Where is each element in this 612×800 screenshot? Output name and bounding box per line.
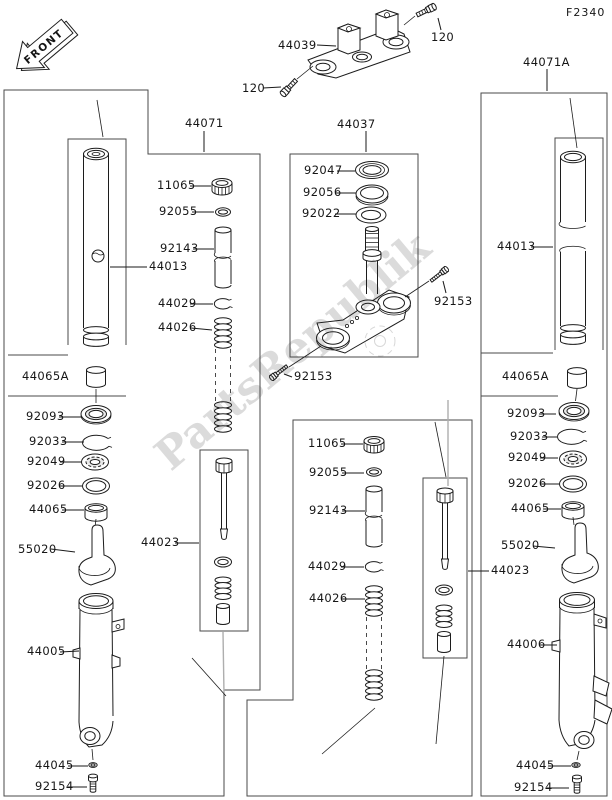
steering-stem	[362, 226, 382, 294]
part-label-92049: 92049	[27, 454, 66, 468]
bearing-race-cone	[355, 161, 389, 179]
part-label-44026: 44026	[158, 320, 197, 334]
part-label-92049: 92049	[508, 450, 547, 464]
part-label-92033: 92033	[510, 429, 549, 443]
part-label-44065: 44065	[511, 501, 550, 515]
leader-line	[437, 17, 442, 31]
part-label-44006: 44006	[507, 637, 546, 651]
leader-line	[532, 545, 556, 549]
leader-line	[59, 650, 80, 653]
leader-line	[50, 548, 76, 553]
part-label-92143: 92143	[309, 503, 348, 517]
part-label-92093: 92093	[26, 409, 65, 423]
gear-watermark-icon	[364, 325, 396, 357]
right-outer-tube	[551, 592, 612, 761]
part-label-92153: 92153	[434, 294, 473, 308]
part-label-44071A: 44071A	[523, 55, 570, 69]
right-inner-tube	[558, 97, 586, 345]
part-label-44013: 44013	[149, 259, 188, 273]
part-label-92033: 92033	[29, 434, 68, 448]
part-label-92154: 92154	[514, 780, 553, 794]
part-label-44013: 44013	[497, 239, 536, 253]
leader-line	[283, 373, 293, 378]
lower-triple-clamp	[288, 280, 430, 368]
part-label-92153: 92153	[294, 369, 333, 383]
part-label-120: 120	[431, 30, 455, 44]
part-label-44065A: 44065A	[22, 369, 69, 383]
part-label-44037: 44037	[337, 117, 376, 131]
part-label-44071: 44071	[185, 116, 224, 130]
part-label-92055: 92055	[309, 465, 348, 479]
part-label-120: 120	[242, 81, 266, 95]
part-label-11065: 11065	[157, 178, 196, 192]
part-label-11065: 11065	[308, 436, 347, 450]
part-label-44005: 44005	[27, 644, 66, 658]
part-label-44065: 44065	[29, 502, 68, 516]
part-label-92154: 92154	[35, 779, 74, 793]
upper-clamp	[296, 9, 416, 80]
part-label-92026: 92026	[508, 476, 547, 490]
part-label-92047: 92047	[304, 163, 343, 177]
part-label-44029: 44029	[158, 296, 197, 310]
bearing-race	[355, 184, 389, 206]
stem-washer	[355, 206, 387, 224]
group-boxes	[3, 89, 608, 797]
leader-line	[262, 86, 282, 89]
leader-line	[190, 327, 213, 331]
part-label-44029: 44029	[308, 559, 347, 573]
part-label-55020: 55020	[18, 542, 57, 556]
part-label-92056: 92056	[303, 185, 342, 199]
part-label-44039: 44039	[278, 38, 317, 52]
left-outer-tube	[72, 593, 125, 761]
left-inner-tube	[83, 99, 109, 347]
part-label-92093: 92093	[507, 406, 546, 420]
leader-line	[442, 280, 447, 294]
part-label-44065A: 44065A	[502, 369, 549, 383]
leader-line	[316, 44, 337, 47]
part-label-44023: 44023	[491, 563, 530, 577]
figure-code: F2340	[566, 6, 606, 19]
part-label-44023: 44023	[141, 535, 180, 549]
part-label-92026: 92026	[27, 478, 66, 492]
part-label-92022: 92022	[302, 206, 341, 220]
part-label-92055: 92055	[159, 204, 198, 218]
part-label-44045: 44045	[516, 758, 555, 772]
part-label-92143: 92143	[160, 241, 199, 255]
part-label-44045: 44045	[35, 758, 74, 772]
part-label-55020: 55020	[501, 538, 540, 552]
part-label-44026: 44026	[309, 591, 348, 605]
